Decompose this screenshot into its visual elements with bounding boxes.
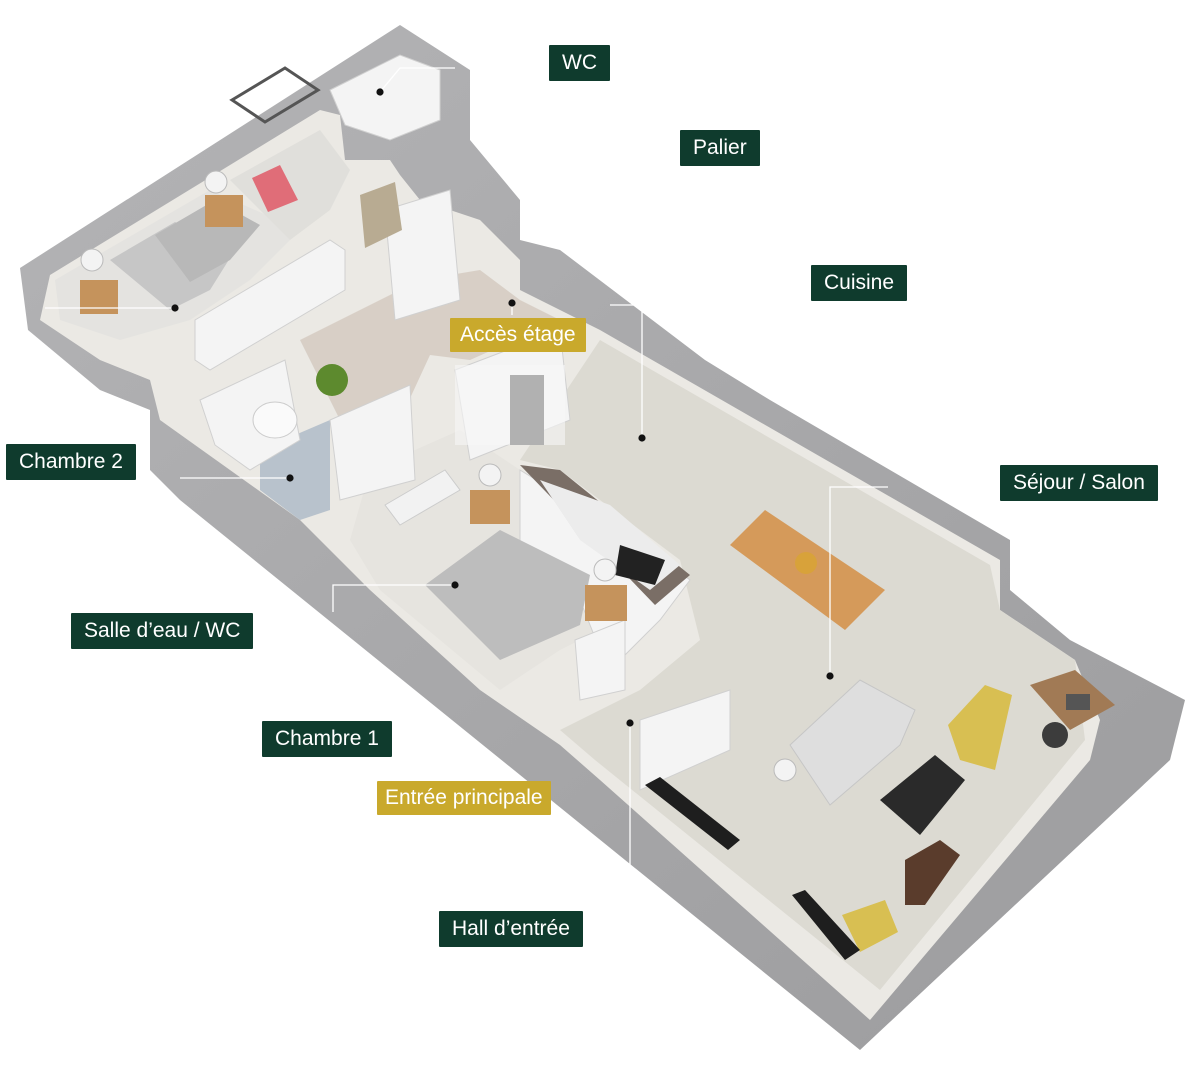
tv-icon: [645, 777, 740, 850]
access-label-acces-etage: Accès étage: [450, 318, 586, 352]
cooktop-icon: [615, 545, 665, 585]
office-chair-icon: [1042, 722, 1068, 748]
cabinet-icon: [905, 840, 960, 905]
plant-icon: [316, 364, 348, 396]
coffee-table-icon: [880, 755, 965, 835]
access-label-entree-principale: Entrée principale: [377, 781, 551, 815]
leader-lines: [45, 67, 888, 865]
room-label-wc: WC: [549, 45, 610, 81]
desk-icon: [384, 469, 461, 526]
location-dots: [171, 88, 834, 727]
room-label-cuisine: Cuisine: [811, 265, 908, 301]
lamp-icon: [204, 170, 228, 194]
room-label-chambre-2: Chambre 2: [6, 444, 136, 480]
room-label-sejour-salon: Séjour / Salon: [1000, 465, 1158, 501]
lamp-icon: [478, 463, 502, 487]
room-label-chambre-1: Chambre 1: [262, 721, 392, 757]
room-label-hall-entree: Hall d’entrée: [439, 911, 583, 947]
openings: [229, 66, 321, 124]
armchair-icon: [360, 182, 402, 248]
armchair-icon: [948, 685, 1012, 770]
furniture: [80, 165, 1115, 960]
fruit-bowl-icon: [795, 552, 817, 574]
armchair-icon: [842, 900, 898, 952]
lamp-icon: [80, 248, 104, 272]
room-label-salle-eau-wc: Salle d’eau / WC: [71, 613, 254, 649]
bed-icon: [425, 530, 590, 660]
lamp-icon: [773, 758, 797, 782]
toilet-icon: [252, 401, 298, 439]
laptop-icon: [1066, 694, 1090, 710]
sofa-icon: [789, 679, 916, 806]
lamp-icon: [593, 558, 617, 582]
chair-icon: [252, 165, 298, 212]
room-label-palier: Palier: [680, 130, 760, 166]
tv-icon: [792, 890, 860, 960]
